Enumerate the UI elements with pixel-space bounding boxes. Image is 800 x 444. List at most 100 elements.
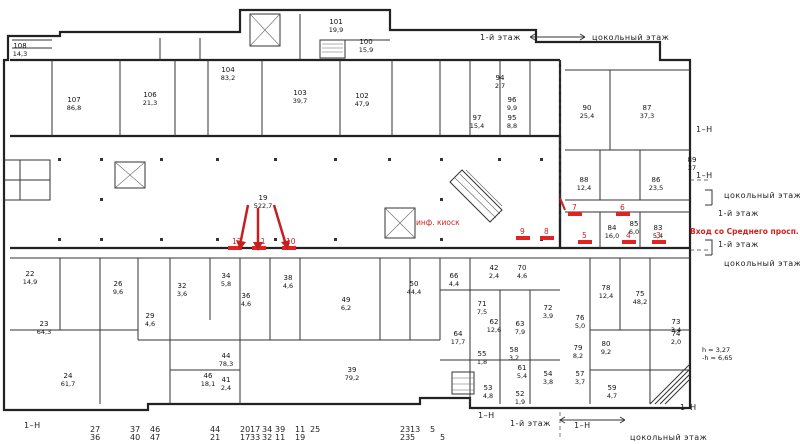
room-area: 6,0 [629, 228, 639, 236]
room-area: 79,2 [345, 374, 359, 382]
room-number: 63 [516, 320, 525, 328]
room-labels: 10814,310786,810621,310483,210339,710247… [13, 18, 697, 406]
room-number: 59 [608, 384, 617, 392]
floor-label-basement-bottom: цокольный этаж [630, 433, 707, 442]
info-kiosk-label: инф. киоск [416, 218, 460, 227]
stairs-and-elevators [114, 13, 503, 395]
room-number: 75 [636, 290, 645, 298]
room-number: 54 [544, 370, 553, 378]
room-number: 62 [490, 318, 499, 326]
room-number: 22 [26, 270, 35, 278]
room-number: 78 [602, 284, 611, 292]
room-number: 107 [67, 96, 80, 104]
room-area: 1,8 [477, 358, 487, 366]
room-area: 9,9 [507, 104, 517, 112]
room-area: 3,8 [543, 378, 553, 386]
axis-number: 37 [130, 425, 140, 434]
floor-label-first-right-2: 1-й этаж [718, 240, 759, 249]
red-marker [516, 236, 530, 240]
red-marker-label: 8 [544, 227, 549, 236]
red-marker-label: 9 [520, 227, 525, 236]
room-area: 4,7 [607, 392, 617, 400]
room-number: 64 [454, 330, 463, 338]
section-label-2: 1–Н [696, 171, 713, 180]
axis-number: 17 [240, 433, 250, 442]
room-area: 2,0 [671, 338, 681, 346]
axis-number: 27 [90, 425, 100, 434]
room-area: 4,6 [517, 272, 527, 280]
room-area: 44,4 [407, 288, 421, 296]
red-marker [568, 212, 582, 216]
room-area: 19,9 [329, 26, 343, 34]
room-area: 16,0 [605, 232, 619, 240]
section-label-6: 1–Н [680, 403, 697, 412]
room-number: 57 [576, 370, 585, 378]
floor-label-first-bottom: 1-й этаж [510, 419, 551, 428]
red-marker [282, 246, 296, 250]
room-area: 5,4 [653, 232, 663, 240]
red-marker-label: 3 [656, 231, 661, 240]
axis-number: 34 [262, 425, 272, 434]
room-area: 12,4 [577, 184, 591, 192]
room-number: 36 [242, 292, 251, 300]
floor-label-first-right-1: 1-й этаж [718, 209, 759, 218]
axis-number: 21 [210, 433, 220, 442]
red-marker [540, 236, 554, 240]
room-area: 27 [688, 164, 696, 172]
structural-columns [58, 158, 543, 241]
red-marker [578, 240, 592, 244]
axis-number: 17 [250, 425, 260, 434]
room-area: 9,2 [601, 348, 611, 356]
entrance-label: Вход со Среднего просп. [690, 227, 799, 236]
red-marker-label: 4 [626, 231, 631, 240]
room-area: 78,3 [219, 360, 233, 368]
room-area: 8,2 [573, 352, 583, 360]
room-area: 3,2 [509, 354, 519, 362]
room-area: 9,6 [113, 288, 123, 296]
room-area: 4,6 [145, 320, 155, 328]
room-number: 71 [478, 300, 487, 308]
room-number: 74 [672, 330, 681, 338]
room-number: 100 [359, 38, 372, 46]
room-area: 18,1 [201, 380, 215, 388]
room-number: 55 [478, 350, 487, 358]
section-label-4: 1–Н [478, 411, 495, 420]
room-number: 96 [508, 96, 517, 104]
room-number: 53 [484, 384, 493, 392]
red-marker-label: 5 [582, 231, 587, 240]
room-area: 15,9 [359, 46, 373, 54]
room-number: 97 [473, 114, 482, 122]
room-area: 5,4 [517, 372, 527, 380]
axis-number: 32 [262, 433, 272, 442]
room-area: 21,3 [143, 99, 157, 107]
axis-number: 36 [90, 433, 100, 442]
red-marker [652, 240, 666, 244]
room-area: 48,2 [633, 298, 647, 306]
room-number: 39 [348, 366, 357, 374]
room-number: 19 [259, 194, 268, 202]
room-number: 29 [146, 312, 155, 320]
room-area: 4,4 [449, 280, 459, 288]
room-number: 76 [576, 314, 585, 322]
room-area: 83,2 [221, 74, 235, 82]
axis-number: 46 [150, 425, 160, 434]
room-number: 50 [410, 280, 419, 288]
axis-number: 23 [400, 425, 410, 434]
room-number: 79 [574, 344, 583, 352]
axis-number: 40 [130, 433, 140, 442]
axis-number: 39 [275, 425, 285, 434]
axis-number: 20 [240, 425, 250, 434]
room-number: 23 [40, 320, 49, 328]
floor-label-basement-top: цокольный этаж [592, 33, 669, 42]
room-number: 42 [490, 264, 499, 272]
room-area: 8,8 [507, 122, 517, 130]
room-number: 52 [516, 390, 525, 398]
floor-boundaries [559, 60, 710, 440]
room-number: 88 [580, 176, 589, 184]
room-number: 24 [64, 372, 73, 380]
room-number: 89 [688, 156, 697, 164]
room-number: 49 [342, 296, 351, 304]
interior-walls [4, 14, 690, 404]
room-area: 5,8 [221, 280, 231, 288]
room-area: 64,3 [37, 328, 51, 336]
